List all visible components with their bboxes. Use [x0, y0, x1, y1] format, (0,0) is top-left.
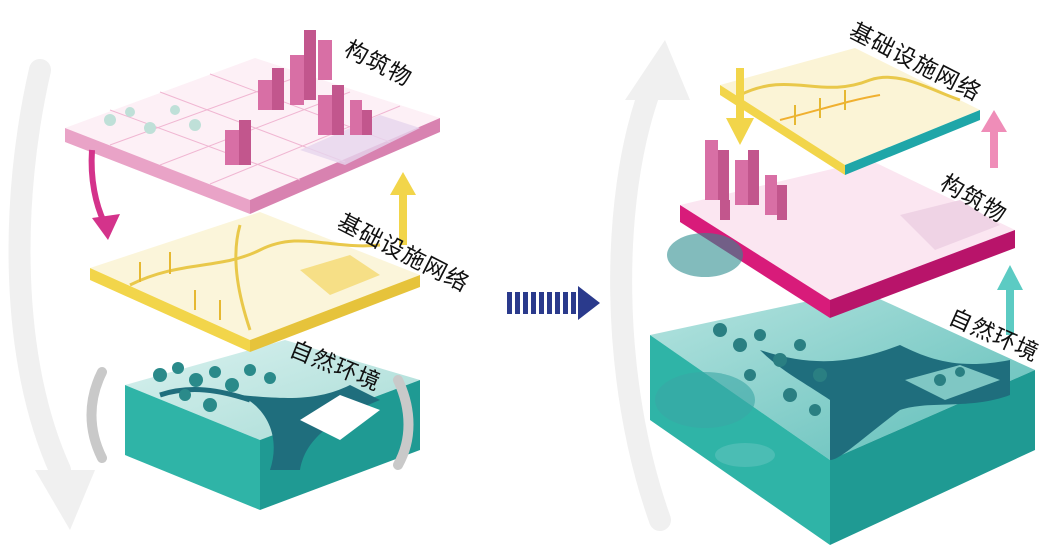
left-nature-layer — [125, 340, 420, 510]
left-arrow-up — [390, 172, 416, 245]
left-cycle-arrow — [8, 59, 95, 530]
right-buildings-layer — [667, 140, 1015, 318]
right-infrastructure-layer — [720, 48, 980, 175]
center-arrow — [507, 286, 600, 320]
right-cycle-arrow — [610, 40, 690, 531]
left-arrow-down — [88, 149, 120, 240]
left-buildings-layer — [65, 30, 440, 214]
right-arrow-up-teal — [997, 265, 1023, 335]
right-nature-layer — [650, 290, 1035, 545]
right-arrow-up-pink — [981, 110, 1007, 168]
left-bracket-right — [393, 375, 414, 470]
right-towers — [705, 140, 787, 220]
right-arrow-down — [726, 68, 754, 145]
left-infrastructure-layer — [90, 212, 420, 352]
left-bracket-left — [86, 367, 107, 463]
left-towers — [225, 30, 372, 165]
